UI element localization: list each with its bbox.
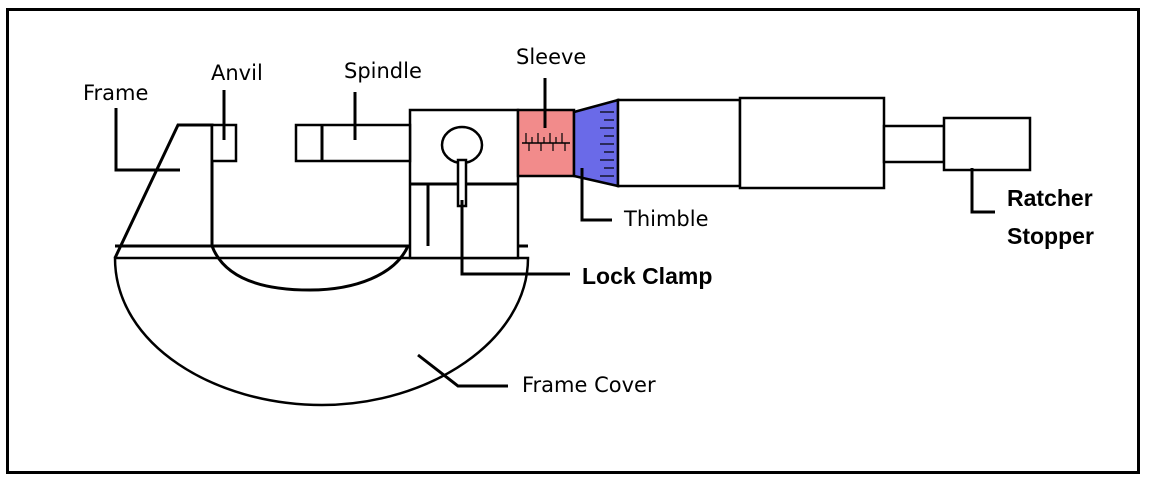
label-ratchet-line1: Ratcher	[1007, 185, 1093, 211]
leader-lines	[114, 78, 995, 388]
ratchet-part	[738, 96, 1032, 190]
label-frame: Frame	[83, 81, 148, 105]
label-spindle: Spindle	[344, 59, 422, 83]
label-anvil: Anvil	[211, 61, 263, 85]
label-sleeve: Sleeve	[516, 45, 586, 69]
label-ratchet-line2: Stopper	[1007, 223, 1094, 249]
spindle-part	[294, 123, 412, 163]
label-lock-clamp: Lock Clamp	[582, 263, 712, 289]
thimble-part	[572, 98, 742, 188]
diagram-border	[6, 8, 1140, 474]
label-frame-cover: Frame Cover	[522, 373, 656, 397]
label-thimble: Thimble	[623, 207, 709, 231]
